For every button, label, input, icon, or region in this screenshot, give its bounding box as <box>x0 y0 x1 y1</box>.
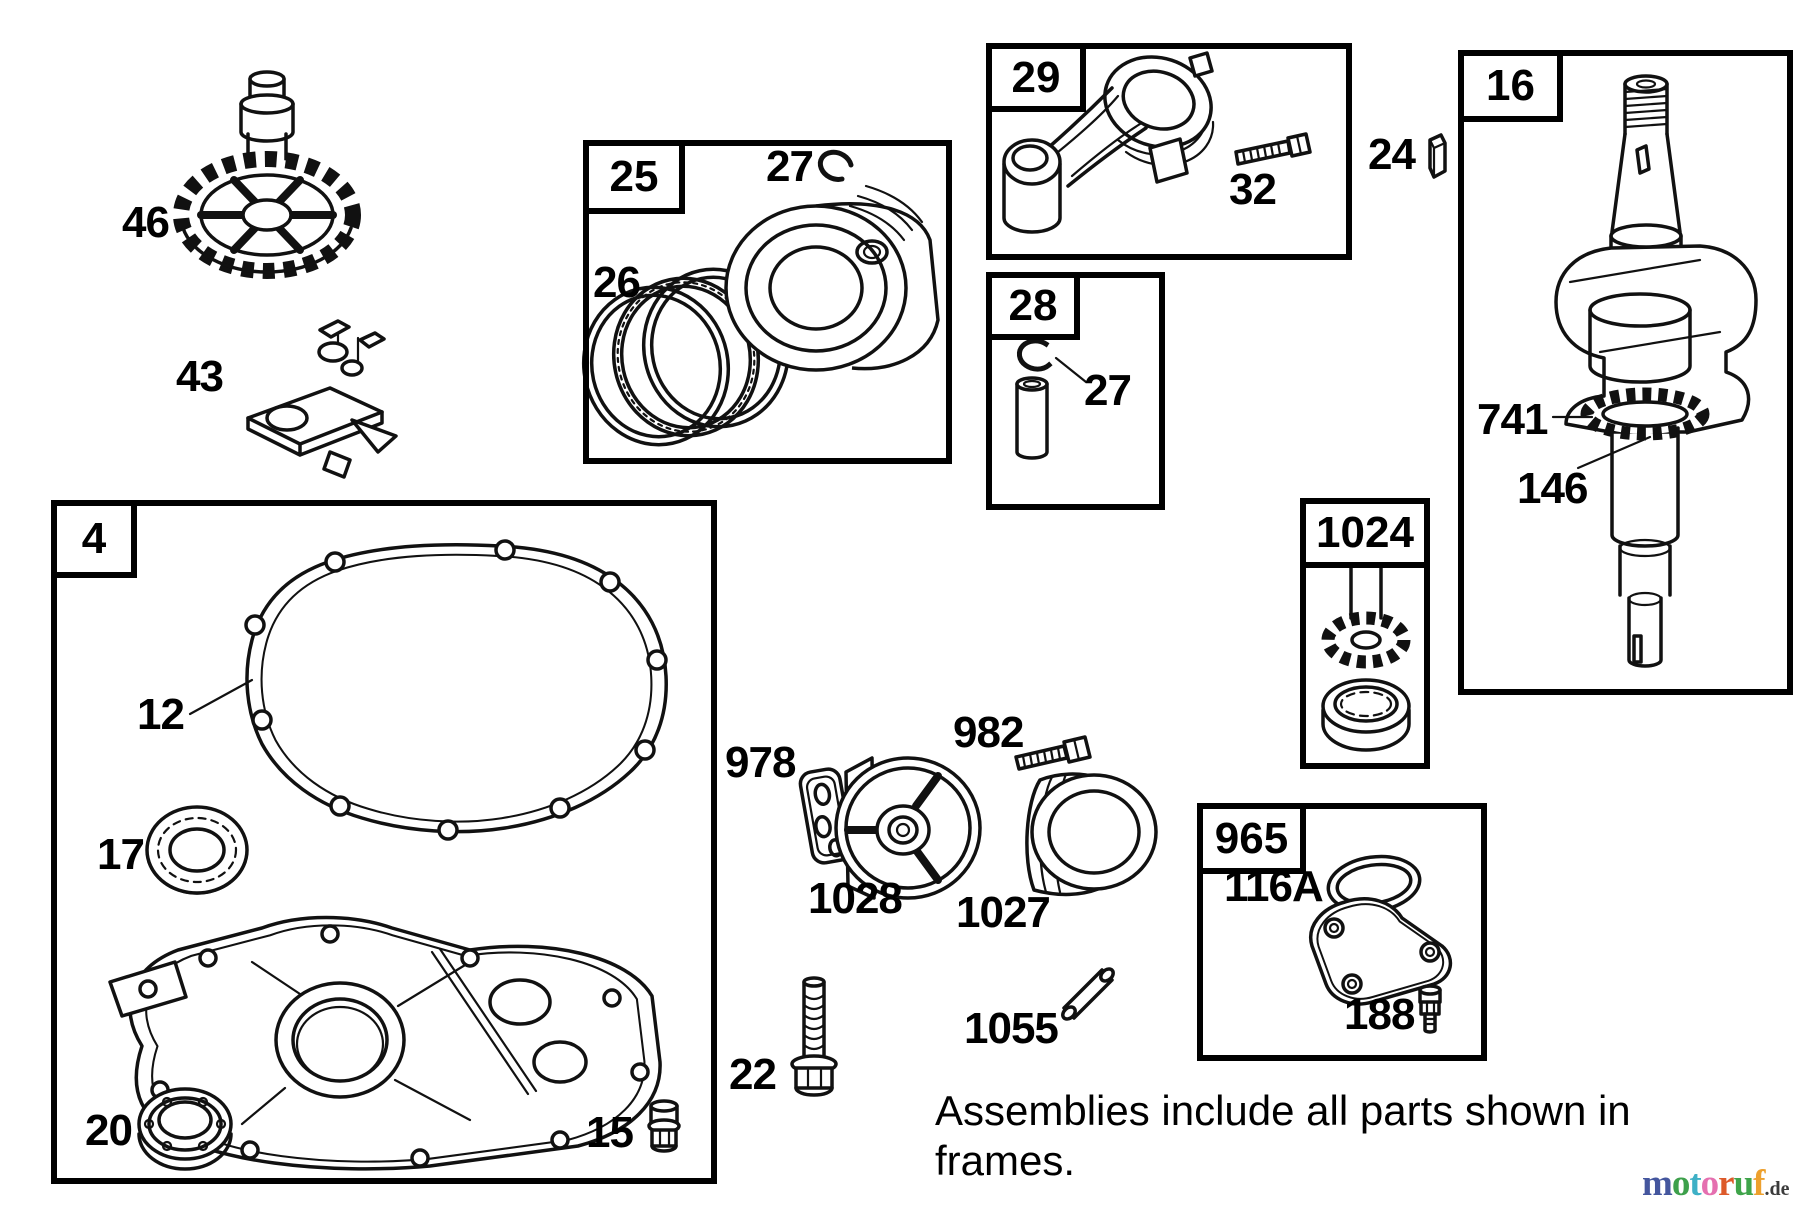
assemblies-note-line1: Assemblies include all parts shown in <box>935 1087 1631 1134</box>
frame-29-label: 29 <box>986 43 1086 112</box>
frame-29 <box>986 43 1352 260</box>
label-oil-seal: 20 <box>85 1106 133 1155</box>
assemblies-note: Assemblies include all parts shown in fr… <box>935 1086 1631 1185</box>
oil-seal-drawing <box>137 1087 233 1171</box>
cover-plate-drawing <box>1309 897 1453 1006</box>
dowel-pin-icon <box>1061 967 1115 1021</box>
adapter-bolt-icon <box>1014 735 1092 771</box>
crank-key-icon <box>1428 133 1447 179</box>
label-o-ring: 116A <box>1224 862 1324 911</box>
label-timing-gear: 741 <box>1477 395 1548 444</box>
logo-letter: o <box>1671 1163 1690 1204</box>
logo-letter: m <box>1642 1163 1673 1204</box>
label-governor: 43 <box>176 352 224 401</box>
label-dowel-pin: 1055 <box>964 1004 1059 1053</box>
assemblies-note-line2: frames. <box>935 1136 1076 1184</box>
label-filter-gasket: 978 <box>725 738 796 787</box>
crankshaft-drawing <box>1551 74 1758 668</box>
filter-adapter-drawing <box>834 756 982 900</box>
label-cover-screw: 188 <box>1344 990 1415 1039</box>
frame-965-label: 965 <box>1197 803 1306 874</box>
camshaft-gear-drawing <box>173 70 361 279</box>
frame-16-label: 16 <box>1458 50 1563 122</box>
cover-screw-icon <box>1418 984 1442 1034</box>
wrist-pin-drawing <box>1015 376 1049 460</box>
logo-suffix: .de <box>1764 1178 1790 1200</box>
sump-bolt-drawing <box>790 976 838 1097</box>
oil-filter-drawing <box>1025 772 1158 897</box>
label-piston-clip: 27 <box>766 142 814 191</box>
bearing-drawing <box>145 805 249 895</box>
frame-1024-label: 1024 <box>1300 498 1430 568</box>
governor-assembly-drawing <box>246 319 398 479</box>
logo-letter: t <box>1689 1163 1701 1204</box>
sump-casting-drawing <box>108 915 662 1171</box>
frame-25-label: 25 <box>583 140 685 214</box>
drain-plug-icon <box>647 1099 681 1153</box>
frame-965 <box>1197 803 1487 1061</box>
piston-drawing <box>724 184 940 372</box>
label-drain-plug: 15 <box>586 1108 634 1157</box>
label-sump-bolt: 22 <box>729 1050 777 1099</box>
motoruf-logo[interactable]: motoruf.de <box>1642 1162 1790 1205</box>
logo-letter: o <box>1700 1163 1719 1204</box>
connecting-rod-drawing <box>1002 51 1215 234</box>
label-filter-adapter: 1028 <box>808 874 903 923</box>
frame-25 <box>583 140 952 464</box>
frame-16 <box>1458 50 1793 695</box>
frame-4 <box>51 500 717 1184</box>
logo-letter: f <box>1753 1163 1765 1204</box>
label-rod-bolt: 32 <box>1229 165 1277 214</box>
label-gear-key: 146 <box>1517 464 1588 513</box>
label-oil-filter: 1027 <box>956 888 1051 937</box>
label-bearing: 17 <box>97 830 145 879</box>
sump-gasket-drawing <box>188 539 668 841</box>
pin-circlip-icon <box>1016 338 1088 384</box>
label-piston-rings: 26 <box>593 258 641 307</box>
logo-letter: r <box>1718 1163 1734 1204</box>
piston-circlip-icon <box>817 149 854 182</box>
label-adapter-bolt: 982 <box>953 708 1024 757</box>
frame-4-label: 4 <box>51 500 137 578</box>
label-sump-gasket: 12 <box>137 690 185 739</box>
label-crank-key: 24 <box>1368 130 1416 179</box>
label-cam-gear: 46 <box>122 198 170 247</box>
frame-28-label: 28 <box>986 272 1080 340</box>
logo-letter: u <box>1733 1163 1755 1204</box>
rod-bolt-icon <box>1234 132 1312 166</box>
label-pin-clip: 27 <box>1084 366 1132 415</box>
